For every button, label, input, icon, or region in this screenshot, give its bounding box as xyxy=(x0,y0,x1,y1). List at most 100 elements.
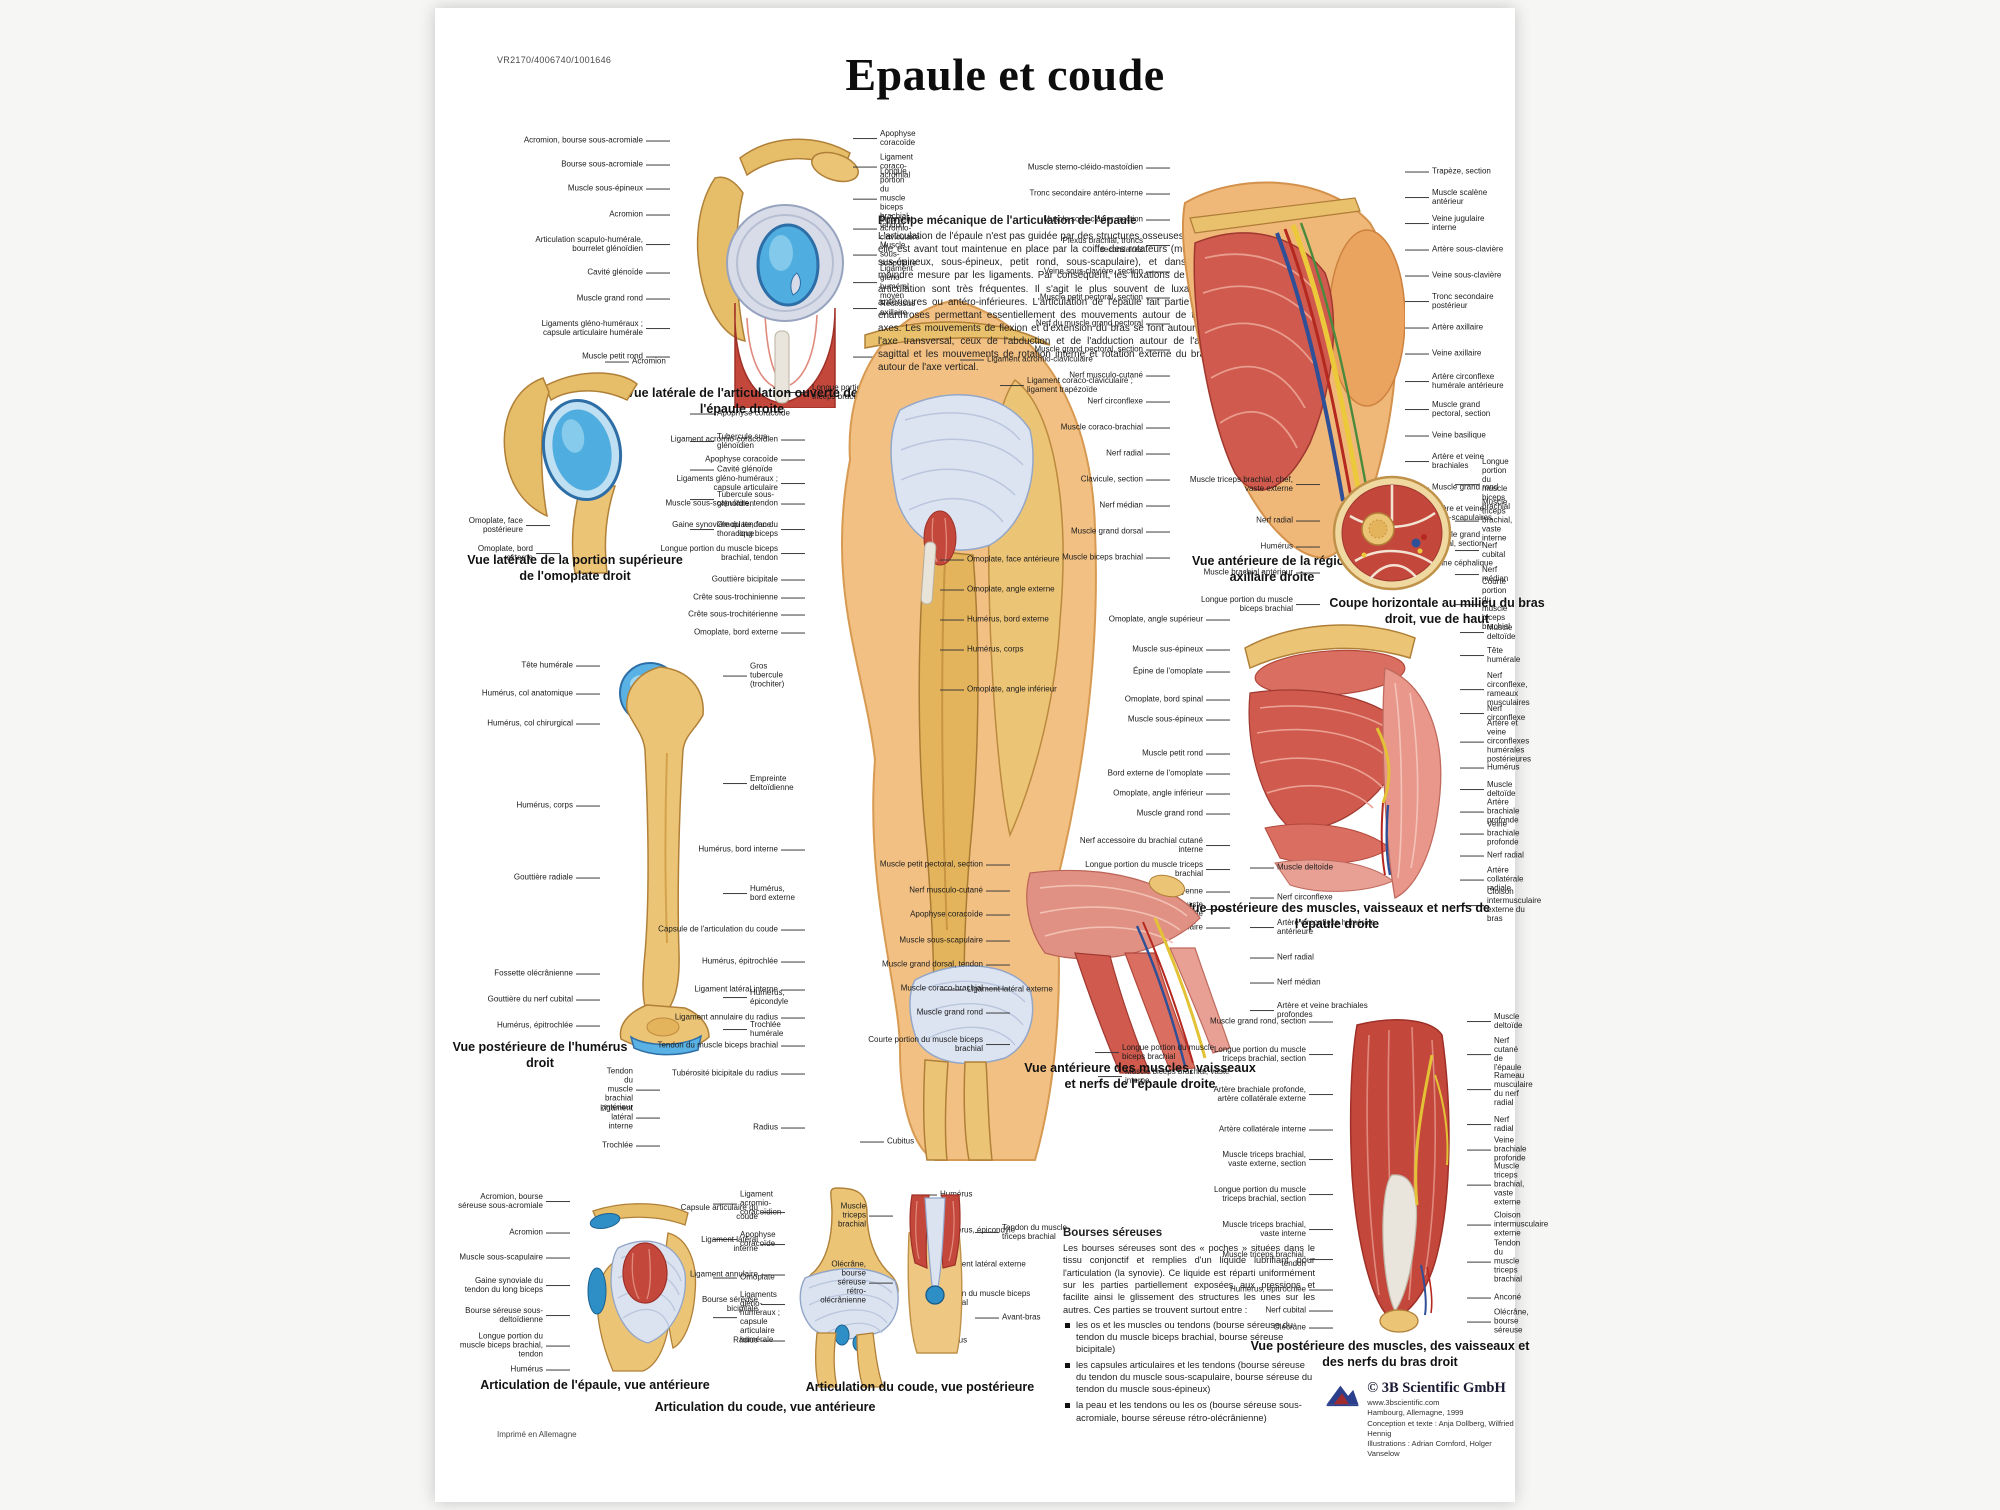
anatomy-label: Muscle sous-épineux xyxy=(568,184,670,194)
anatomy-label: Veine axillaire xyxy=(1405,349,1481,359)
anatomy-label: Nerf circonflexe xyxy=(1250,893,1333,903)
anatomy-label: Muscle grand rond xyxy=(1137,809,1230,819)
anatomy-label: Artère circonflexe humérale antérieure xyxy=(1405,372,1505,391)
anatomy-label: Tubérosité bicipitale du radius xyxy=(672,1069,805,1079)
caption-shoulder-joint-anterior: Articulation de l'épaule, vue antérieure xyxy=(480,1378,710,1392)
axillary-illustration xyxy=(1181,181,1405,560)
anatomy-label: Tête humérale xyxy=(521,661,600,671)
anatomy-label: Humérus, épitrochlée xyxy=(497,1021,600,1031)
anatomy-label: Muscle grand pectoral, section xyxy=(1405,400,1505,419)
anatomy-label: Acromion, bourse sous-acromiale xyxy=(524,136,670,146)
anatomy-label: Olécrâne xyxy=(1274,1323,1333,1333)
anatomy-label: Muscle triceps brachial, vaste interne xyxy=(1455,498,1515,544)
anatomy-label: Acromion xyxy=(609,210,670,220)
anatomy-label: Muscle petit pectoral, section xyxy=(880,860,1010,870)
anatomy-label: Ligament acromio-coracoïdien xyxy=(713,1190,795,1218)
anatomy-label: Humérus xyxy=(1261,542,1320,552)
anatomy-label: Muscle sous-scapulaire xyxy=(899,936,1010,946)
anatomy-label: Nerf médian xyxy=(1250,978,1321,988)
anatomy-label: Apophyse coracoïde xyxy=(910,910,1010,920)
anatomy-label: Muscle grand dorsal xyxy=(1071,527,1170,537)
anatomy-label: Tubercule sous-glénoïdien xyxy=(690,490,795,509)
anatomy-label: Veine brachiale profonde xyxy=(1460,820,1535,848)
publisher-block: © 3B Scientific GmbH www.3bscientific.co… xyxy=(1325,1380,1515,1460)
anatomy-label: Fossette olécrânienne xyxy=(494,969,600,979)
caption-shoulder-anterior: Vue antérieure des muscles, vaisseaux et… xyxy=(1024,1061,1256,1091)
anatomy-label: Nerf radial xyxy=(1460,851,1524,861)
anatomy-label: Artère brachiale profonde, artère collat… xyxy=(1205,1085,1333,1104)
anatomy-label: Muscle triceps brachial, vaste externe xyxy=(1467,1162,1524,1208)
caption-scapula-lateral: Vue latérale de la portion supérieure de… xyxy=(467,553,683,583)
figure-arm-cross-section: Muscle triceps brachial, chef, vaste ext… xyxy=(1135,457,1515,633)
anatomy-label: Muscle sous-scapulaire xyxy=(459,1253,570,1263)
intro-heading: Principe mécanique de l'articulation de … xyxy=(878,215,1137,227)
anatomy-label: Nerf radial xyxy=(1250,953,1314,963)
arm-posterior-illustration xyxy=(1349,1019,1450,1333)
anatomy-label: Muscle petit rond xyxy=(1142,749,1230,759)
anatomy-label: Veine sous-clavière xyxy=(1405,271,1501,281)
anatomy-label: Tendon du muscle triceps brachial xyxy=(1467,1239,1522,1285)
cross-section-illustration xyxy=(1332,475,1452,591)
anatomy-label: Courte portion du muscle biceps brachial xyxy=(1455,577,1515,632)
caption-elbow-joint-posterior: Articulation du coude, vue postérieure xyxy=(805,1380,1035,1394)
anatomy-label: Humérus, col anatomique xyxy=(482,689,600,699)
anatomy-label: Muscle petit pectoral, section xyxy=(1040,293,1170,303)
anatomy-label: Tronc secondaire antéro-interne xyxy=(1029,189,1170,199)
anatomy-label: Ligaments gléno-huméraux ; capsule artic… xyxy=(656,474,805,493)
anatomy-label: Acromion, bourse séreuse sous-acromiale xyxy=(455,1192,570,1211)
anatomy-label: Muscle biceps brachial, vaste interne xyxy=(1098,1067,1235,1086)
caption-humerus-posterior: Vue postérieure de l'humérus droit xyxy=(452,1040,628,1070)
anatomy-label: Trapèze, section xyxy=(1405,167,1491,177)
anatomy-label: Muscle triceps brachial, vaste interne xyxy=(1205,1220,1333,1239)
anatomy-label: Apophyse coracoïde xyxy=(705,455,805,465)
anatomy-label: Muscle deltoïde xyxy=(1460,623,1535,642)
anatomy-label: Humérus xyxy=(1460,763,1519,773)
anatomy-label: Omoplate, angle externe xyxy=(940,585,1055,595)
anatomy-label: Nerf circonflexe xyxy=(1460,704,1535,723)
anatomy-label: Longue portion du muscle triceps brachia… xyxy=(1205,1045,1333,1064)
anatomy-label: Muscle deltoïde xyxy=(1467,1012,1522,1031)
bursae-body: Les bourses séreuses sont des « poches »… xyxy=(1063,1243,1315,1315)
anatomy-label: Courte portion du muscle biceps brachial xyxy=(863,1035,1010,1054)
anatomy-label: Ligament latéral interne xyxy=(675,1235,785,1254)
anatomy-label: Omoplate, bord spinal xyxy=(1125,695,1230,705)
anatomy-label: Plexus brachial, troncs secondaires xyxy=(1021,236,1170,255)
anatomy-label: Tendon du muscle triceps brachial xyxy=(975,1223,1082,1242)
anatomy-label: Muscle grand rond, section xyxy=(1210,1017,1333,1027)
anatomy-label: Muscle biceps brachial xyxy=(1062,553,1170,563)
anatomy-label: Humérus, bord interne xyxy=(698,845,805,855)
caption-cross-section: Coupe horizontale au milieu du bras droi… xyxy=(1329,596,1545,626)
anatomy-label: Olécrâne, bourse séreuse xyxy=(1467,1308,1529,1336)
anatomy-label: Ligament acromio-claviculaire xyxy=(960,355,1093,365)
anatomy-label: Gaine synoviale du tendon du long biceps xyxy=(455,1276,570,1295)
caption-arm-posterior: Vue postérieure des muscles, des vaissea… xyxy=(1250,1339,1530,1369)
anatomy-label: Apophyse coracoïde xyxy=(690,409,790,419)
anatomy-label: Longue portion du muscle biceps brachial xyxy=(1188,595,1320,614)
anatomy-label: Muscle triceps brachial, tendon xyxy=(1205,1250,1333,1269)
anatomy-label: Ligament annulaire du radius xyxy=(675,1013,805,1023)
anatomy-label: Artère collatérale interne xyxy=(1219,1125,1333,1135)
anatomy-label: Articulation scapulo-humérale, bourrelet… xyxy=(521,235,670,254)
website-line: www.3bscientific.com xyxy=(1367,1398,1440,1407)
anatomy-label: Humérus, col chirurgical xyxy=(487,719,600,729)
anatomy-label: Nerf musculo-cutané xyxy=(909,886,1010,896)
anatomy-label: Muscle sus-épineux xyxy=(1132,645,1230,655)
anatomy-label: Olécrâne, bourse séreuse rétro-olécrânie… xyxy=(820,1260,893,1306)
anatomy-label: Muscle deltoïde xyxy=(1460,780,1535,799)
anatomy-label: Tendon du muscle brachial antérieur xyxy=(601,1067,660,1113)
anatomy-label: Omoplate, angle inférieur xyxy=(1113,789,1230,799)
anatomy-label: Nerf radial xyxy=(1467,1115,1515,1134)
anatomy-label: Nerf radial xyxy=(1256,516,1320,526)
anatomy-label: Humérus, bord externe xyxy=(940,615,1049,625)
anatomy-label: Muscle deltoïde xyxy=(1250,863,1333,873)
credits-text-line: Conception et texte : Anja Dollberg, Wil… xyxy=(1367,1418,1514,1438)
anatomy-label: Artère circonflexe humérale antérieure xyxy=(1250,918,1387,937)
anatomy-label: Tête humérale xyxy=(1460,646,1535,665)
copyright-line: © 3B Scientific GmbH xyxy=(1367,1380,1506,1396)
anatomy-label: Radius xyxy=(733,1336,785,1346)
poster-title: Epaule et coude xyxy=(845,49,1165,100)
